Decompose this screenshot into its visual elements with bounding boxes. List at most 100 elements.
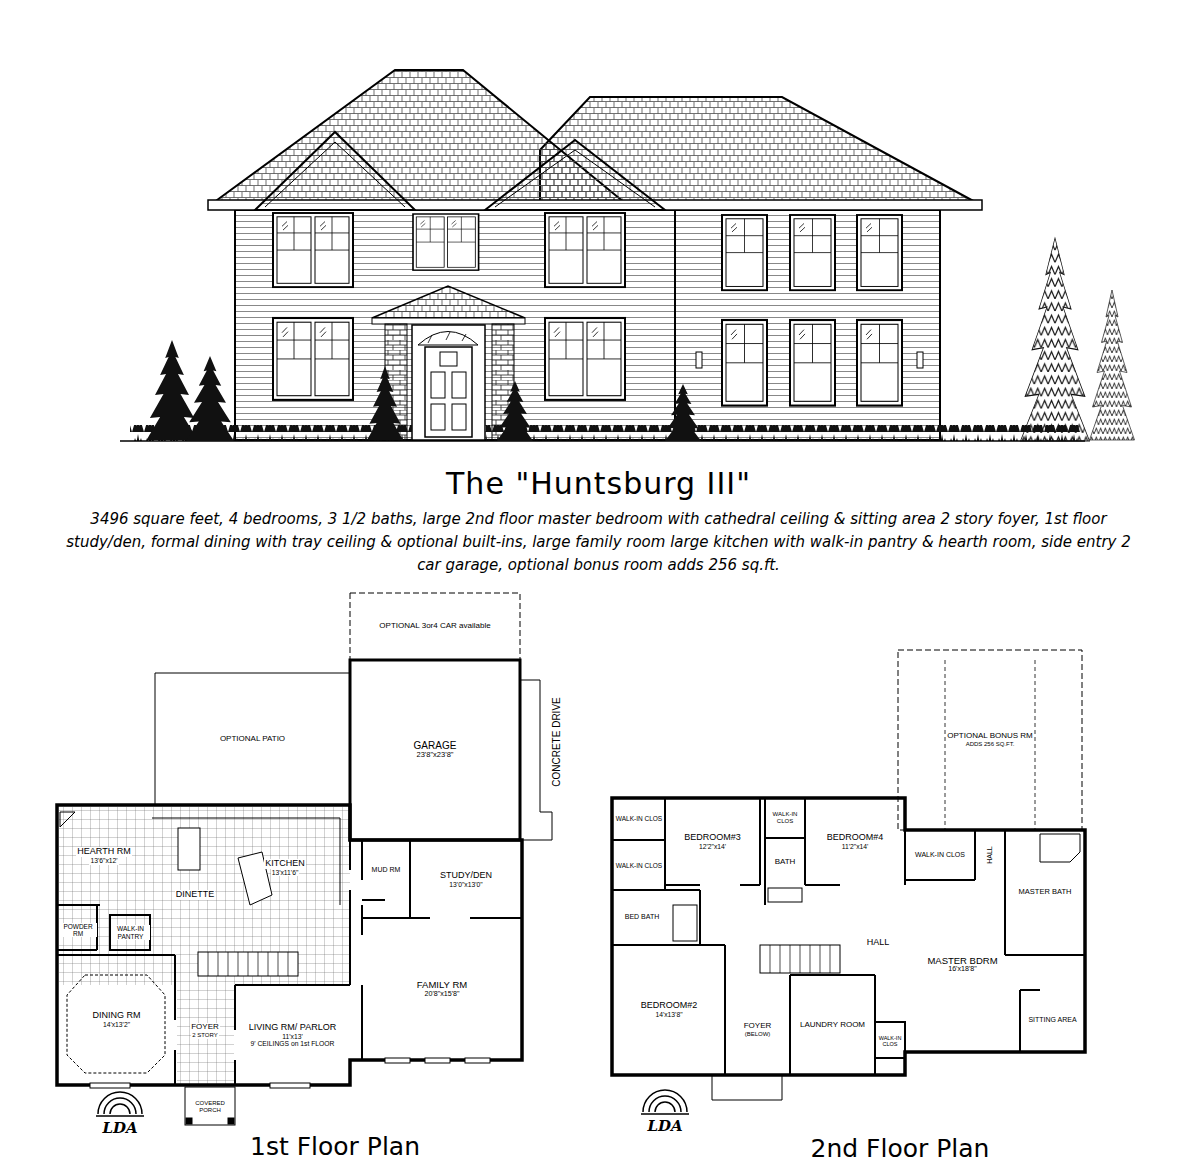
room-name: OPTIONAL BONUS RM	[946, 732, 1034, 741]
bonus-room-line	[945, 660, 1035, 830]
window	[273, 213, 353, 287]
transom-glass	[428, 332, 466, 343]
plan-title: 2nd Floor Plan	[810, 1135, 991, 1163]
room-name: BEDROOM#3	[683, 833, 742, 843]
window	[790, 215, 835, 290]
door-panel	[452, 372, 466, 398]
counter	[152, 818, 340, 905]
room-name: HEARTH RM	[76, 847, 131, 857]
window	[722, 320, 767, 406]
room-box: BEDROOM#312'2"x14'	[666, 800, 759, 884]
room-box: MASTER BDRM16'x18'8"	[907, 882, 1018, 1048]
room-note: (BELOW)	[744, 1031, 772, 1038]
room-box: FAMILY RM20'8"x15'8"	[363, 920, 521, 1059]
room-name: WALK-IN PANTRY	[111, 925, 150, 939]
stair-treads	[208, 952, 288, 976]
room-box: BEDROOM#411'2"x14'	[806, 800, 904, 884]
window	[857, 320, 902, 406]
logo-arcs	[96, 1092, 144, 1116]
room-box: OPTIONAL 3or4 CAR available	[352, 595, 518, 658]
room-box: KITCHEN13'x11'6"	[235, 845, 335, 890]
logo-text: LDA	[101, 1120, 138, 1137]
room-name: DINETTE	[175, 890, 216, 900]
room-name: DINING RM	[92, 1011, 142, 1021]
portico-beam	[372, 318, 525, 324]
hall-label: HALL	[986, 845, 994, 865]
room-note: 20'8"x15'8"	[423, 991, 460, 999]
evergreen-tree	[1021, 238, 1090, 441]
shrub	[147, 340, 198, 440]
room-name: WALK-IN CLOS	[615, 862, 663, 869]
room-box: WALK-IN CLOS	[613, 800, 665, 838]
room-box: COVERED PORCH	[185, 1092, 235, 1122]
plan-title: 1st Floor Plan	[249, 1133, 421, 1161]
interior-wall	[57, 840, 522, 1085]
window	[413, 214, 479, 270]
porch-post	[228, 1118, 234, 1124]
room-box: OPTIONAL PATIO	[157, 675, 348, 803]
gable-trim	[265, 142, 405, 207]
room-name: FOYER	[743, 1022, 773, 1031]
room-box: MASTER BATH	[1006, 832, 1084, 952]
optional-garage	[350, 593, 520, 660]
room-box: FOYER2 STORY	[177, 1000, 233, 1062]
room-box: LIVING RM/ PARLOR11'x13'9' CEILINGS on 1…	[236, 987, 349, 1083]
room-note: 9' CEILINGS on 1st FLOOR	[250, 1040, 336, 1047]
room-name: OPTIONAL PATIO	[219, 735, 286, 744]
room-note: 13'x11'6"	[271, 869, 300, 876]
window-mark	[425, 1058, 450, 1063]
window-mark	[385, 1058, 410, 1063]
room-box: POWDER RM	[58, 910, 98, 950]
room-name: WALK-IN CLOS	[766, 811, 804, 824]
room-box: GARAGE23'8"x23'8"	[352, 662, 518, 838]
room-note: ADDS 256 SQ.FT.	[965, 741, 1016, 748]
tile-floor	[59, 807, 350, 985]
pantry-wall	[110, 915, 150, 950]
gable	[255, 132, 415, 210]
tub	[673, 905, 697, 941]
room-note: 14'x13'2"	[102, 1021, 131, 1028]
room-box: DINETTE	[160, 884, 230, 906]
interior-wall	[612, 798, 1085, 1075]
door-panel	[431, 404, 445, 430]
gable-trim	[495, 150, 655, 207]
hall-label: HALL	[866, 938, 891, 948]
door-panel	[452, 404, 466, 430]
drive-label: CONCRETE DRIVE	[551, 696, 562, 787]
room-name: WALK-IN CLOS	[615, 815, 663, 822]
room-note: 16'x18'8"	[947, 966, 978, 974]
room-name: POWDER RM	[59, 923, 97, 937]
porch-post	[186, 1118, 192, 1124]
room-box: WALK-IN CLOS	[613, 843, 665, 888]
room-note: 13'0"x13'0"	[448, 881, 483, 888]
room-box: BED BATH	[614, 892, 670, 942]
hedge	[486, 425, 1080, 441]
room-note: 11'x13'	[281, 1033, 303, 1040]
room-name: OPTIONAL 3or4 CAR available	[378, 622, 491, 631]
room-name: KITCHEN	[264, 859, 306, 869]
room-box: WALK-IN CLOS	[906, 832, 974, 878]
room-name: WALK-IN CLOS	[914, 851, 966, 859]
window	[545, 318, 625, 400]
window-mark	[270, 1083, 310, 1088]
door-panel	[431, 372, 445, 398]
room-box: HEARTH RM13'6"x12'	[59, 809, 149, 903]
second-floor-plan	[612, 650, 1085, 1114]
portico-roof	[372, 286, 525, 318]
room-note: 12'2"x14'	[698, 843, 727, 850]
room-name: BEDROOM#4	[826, 833, 885, 843]
tub	[768, 888, 802, 902]
bonus-room-outline	[898, 650, 1082, 830]
room-name: FAMILY RM	[416, 980, 468, 990]
room-name: COVERED PORCH	[186, 1100, 234, 1113]
room-box: LAUNDRY ROOM	[791, 977, 874, 1073]
window	[273, 318, 353, 400]
porch	[185, 1087, 235, 1125]
shrub	[665, 384, 701, 441]
table	[178, 828, 200, 870]
gable	[485, 140, 665, 210]
shrub	[497, 381, 533, 441]
room-box: FOYER(BELOW)	[726, 987, 789, 1073]
drive-outline	[520, 680, 552, 840]
